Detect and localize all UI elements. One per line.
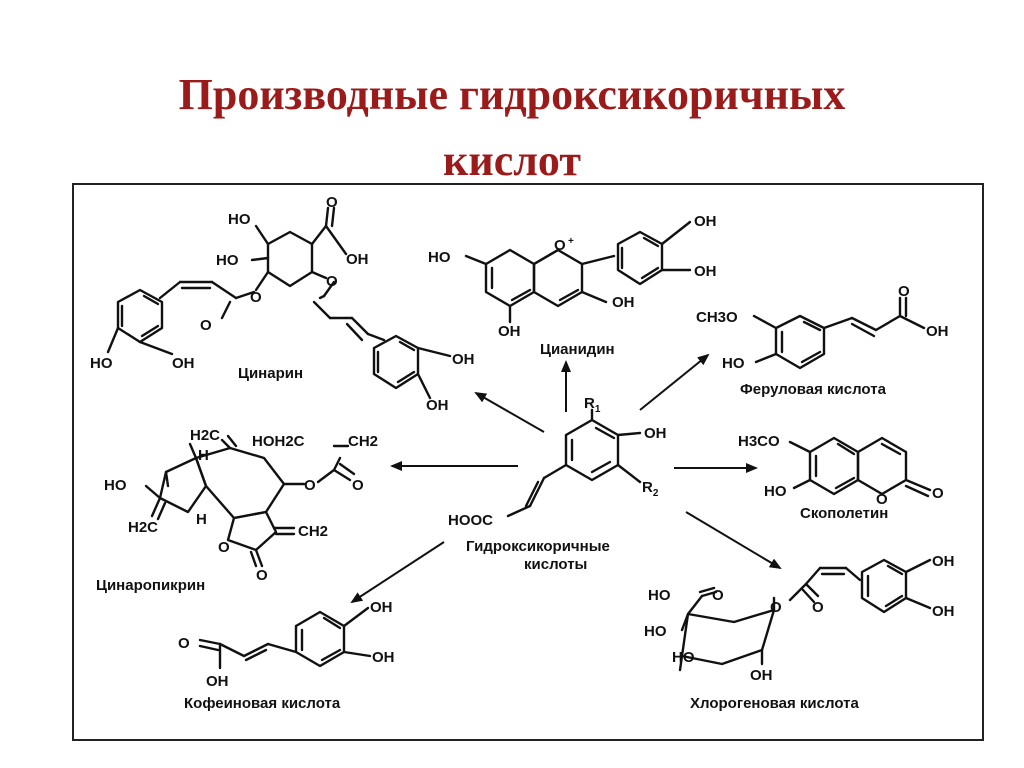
hydroxycinnamic-acid-structure: R1 OH R2 HOOC Гидроксикоричные кислоты <box>448 395 667 573</box>
center-oh-label: OH <box>644 425 667 442</box>
cynarin-atom-o-4: O <box>326 273 338 290</box>
chlorogenic-atom-oh-3: OH <box>750 667 773 684</box>
chlorogenic-atom-o-1: O <box>712 587 724 604</box>
ferulic-name: Феруловая кислота <box>740 381 887 398</box>
cynarin-atom-oh-2: OH <box>172 355 195 372</box>
caffeic-name: Кофеиновая кислота <box>184 695 341 712</box>
cynarin-name: Цинарин <box>238 365 303 382</box>
caffeic-atom-oh-2: OH <box>370 599 393 616</box>
caffeic-atom-oh-1: OH <box>206 673 229 690</box>
title-line-2: кислот <box>443 136 581 185</box>
cynaropicrin-atom-o-4: O <box>256 567 268 584</box>
cyanidin-name: Цианидин <box>540 341 615 358</box>
cynarin-structure: HO HO O OH O O O HO OH OH OH Цинарин <box>90 194 475 414</box>
chlorogenic-name: Хлорогеновая кислота <box>690 695 859 712</box>
diagram-frame <box>72 183 984 741</box>
ferulic-atom-ch3o: CH3O <box>696 309 738 326</box>
cynarin-atom-o-1: O <box>326 194 338 211</box>
cyanidin-atom-oh-1: OH <box>612 294 635 311</box>
cynaropicrin-atom-o-2: O <box>352 477 364 494</box>
cynaropicrin-atom-hoh2c: HOH2C <box>252 433 305 450</box>
cynaropicrin-atom-h-2: H <box>196 511 207 528</box>
scopoletin-atom-ho: HO <box>764 483 787 500</box>
cynaropicrin-atom-ch2-2: CH2 <box>298 523 328 540</box>
cynarin-atom-ho-1: HO <box>228 211 251 228</box>
caffeic-acid-structure: O OH OH OH Кофеиновая кислота <box>178 599 395 712</box>
caffeic-atom-oh-3: OH <box>372 649 395 666</box>
cynaropicrin-atom-ch2-1: CH2 <box>348 433 378 450</box>
slide-title: Производные гидроксикоричных кислот <box>0 62 1024 194</box>
cynaropicrin-atom-h2c-2: H2C <box>128 519 158 536</box>
r1-label: R1 <box>584 395 601 415</box>
r2-label: R2 <box>642 479 659 499</box>
title-line-1: Производные гидроксикоричных <box>178 70 846 119</box>
cyanidin-atom-charge: + <box>568 236 574 247</box>
cyanidin-atom-oh-4: OH <box>694 263 717 280</box>
chlorogenic-atom-ho-1: HO <box>648 587 671 604</box>
hooc-label: HOOC <box>448 512 493 529</box>
arrow-to-chlorogenic-icon <box>685 511 782 570</box>
cynaropicrin-structure: H2C H HOH2C CH2 HO O O H2C H O CH2 O Цин… <box>96 427 378 594</box>
cynaropicrin-name: Цинаропикрин <box>96 577 205 594</box>
scopoletin-atom-o-carbonyl: O <box>932 485 944 502</box>
cynarin-atom-oh-4: OH <box>426 397 449 414</box>
chlorogenic-atom-oh-2: OH <box>932 603 955 620</box>
cyanidin-atom-o: O <box>554 237 566 254</box>
ferulic-acid-structure: CH3O HO O OH Феруловая кислота <box>696 283 949 398</box>
arrow-to-ferulic-icon <box>639 353 710 411</box>
arrow-to-cynarin-icon <box>474 392 545 433</box>
cynarin-atom-o-2: O <box>250 289 262 306</box>
caffeic-atom-o: O <box>178 635 190 652</box>
center-caption-line2: кислоты <box>524 556 587 573</box>
cyanidin-atom-oh-2: OH <box>498 323 521 340</box>
chlorogenic-atom-o-2: O <box>770 599 782 616</box>
cynaropicrin-atom-h2c-1: H2C <box>190 427 220 444</box>
cynarin-atom-oh-3: OH <box>452 351 475 368</box>
cyanidin-atom-oh-3: OH <box>694 213 717 230</box>
chlorogenic-atom-ho-2: HO <box>644 623 667 640</box>
cynarin-atom-ho-3: HO <box>90 355 113 372</box>
cynaropicrin-atom-o-1: O <box>304 477 316 494</box>
chlorogenic-acid-structure: HO O O O OH OH HO HO OH Хлорогеновая кис… <box>644 553 955 712</box>
ferulic-atom-ho: HO <box>722 355 745 372</box>
chlorogenic-atom-oh-1: OH <box>932 553 955 570</box>
scopoletin-structure: H3CO HO O O Скополетин <box>738 433 944 522</box>
cynarin-atom-oh-1: OH <box>346 251 369 268</box>
scopoletin-atom-o-ring: O <box>876 491 888 508</box>
cynaropicrin-atom-o-3: O <box>218 539 230 556</box>
cyanidin-atom-ho-1: HO <box>428 249 451 266</box>
cynarin-atom-o-3: O <box>200 317 212 334</box>
arrow-to-caffeic-icon <box>350 541 445 604</box>
center-caption-line1: Гидроксикоричные <box>466 538 610 555</box>
scopoletin-name: Скополетин <box>800 505 888 522</box>
cynaropicrin-atom-h-1: H <box>198 447 209 464</box>
ferulic-atom-o: O <box>898 283 910 300</box>
scopoletin-atom-h3co: H3CO <box>738 433 780 450</box>
chlorogenic-atom-ho-3: HO <box>672 649 695 666</box>
cynaropicrin-atom-ho: HO <box>104 477 127 494</box>
ferulic-atom-oh: OH <box>926 323 949 340</box>
cyanidin-structure: HO O + OH OH OH OH Цианидин <box>428 213 717 358</box>
chlorogenic-atom-o-3: O <box>812 599 824 616</box>
cynarin-atom-ho-2: HO <box>216 252 239 269</box>
